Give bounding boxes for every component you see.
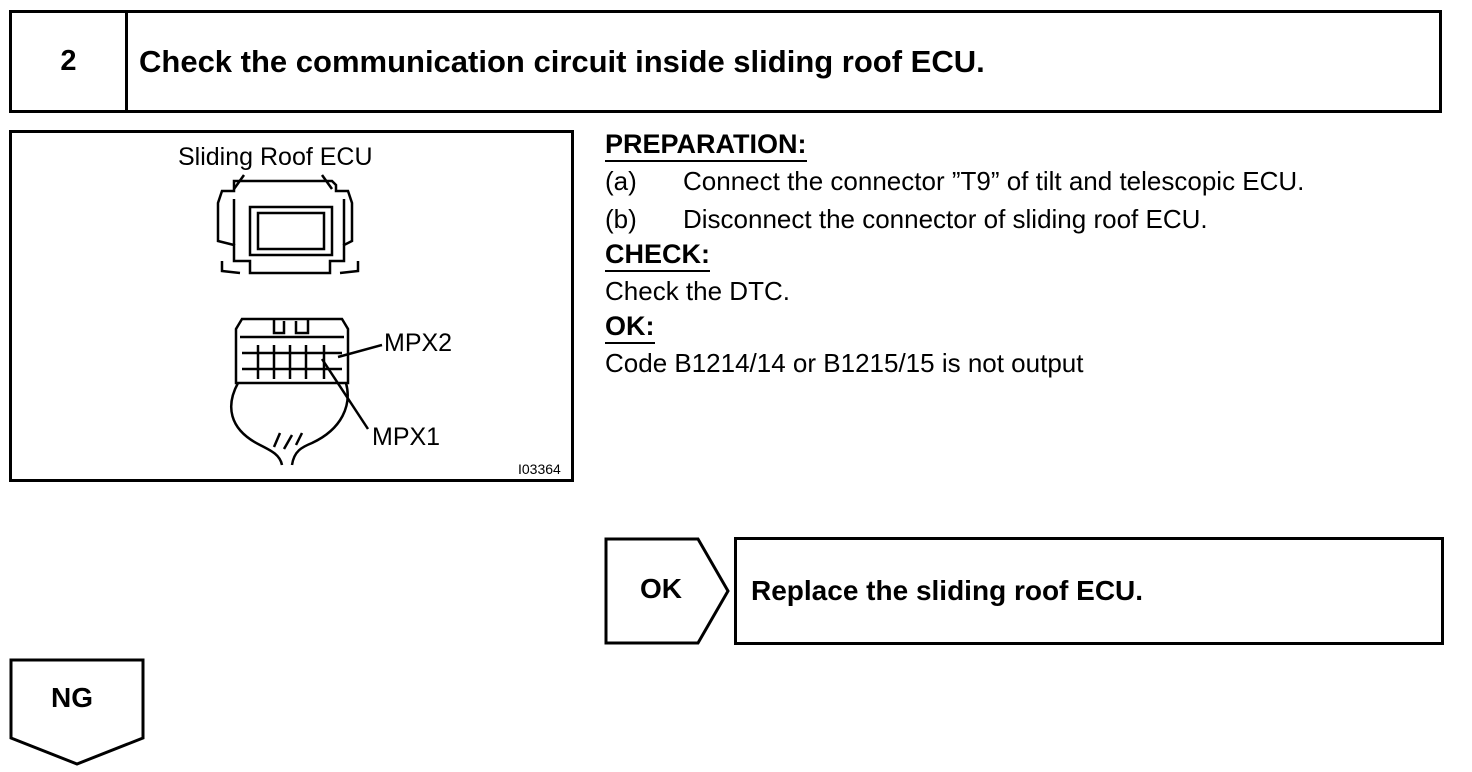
instructions: PREPARATION: (a) Connect the connector ”T… bbox=[605, 128, 1455, 382]
wire-harness bbox=[230, 382, 349, 466]
ecu-foot-right bbox=[339, 261, 360, 275]
ecu-connector-illustration bbox=[216, 174, 383, 466]
mpx1-leader bbox=[320, 358, 370, 430]
ecu-display-outer bbox=[248, 205, 334, 257]
prep-step-b: (b) Disconnect the connector of sliding r… bbox=[605, 200, 1455, 238]
ecu-leader-right bbox=[320, 174, 334, 190]
prep-step-b-marker: (b) bbox=[605, 204, 637, 234]
prep-step-a-marker: (a) bbox=[605, 166, 637, 196]
connector-latch bbox=[272, 319, 310, 335]
figure-box: Sliding Roof ECU MPX2 MPX1 I03364 bbox=[9, 130, 574, 482]
mpx2-label: MPX2 bbox=[384, 329, 453, 357]
ok-label: OK bbox=[640, 573, 682, 604]
ecu-body bbox=[216, 179, 354, 275]
ecu-leader-left bbox=[232, 174, 246, 190]
connector-body bbox=[234, 317, 350, 385]
ok-action-box: Replace the sliding roof ECU. bbox=[734, 537, 1444, 645]
figure-code: I03364 bbox=[518, 461, 561, 477]
check-heading: CHECK: bbox=[605, 238, 710, 272]
preparation-heading: PREPARATION: bbox=[605, 128, 807, 162]
prep-step-a-text: Connect the connector ”T9” of tilt and t… bbox=[683, 166, 1305, 196]
ecu-display-inner bbox=[256, 211, 326, 251]
mpx2-leader bbox=[337, 343, 383, 359]
ng-arrow-shape bbox=[9, 658, 145, 766]
ng-label: NG bbox=[51, 682, 93, 713]
prep-step-a: (a) Connect the connector ”T9” of tilt an… bbox=[605, 162, 1455, 200]
ecu-label: Sliding Roof ECU bbox=[178, 143, 373, 171]
ng-branch-tag: NG bbox=[9, 658, 147, 768]
prep-step-b-text: Disconnect the connector of sliding roof… bbox=[683, 204, 1208, 234]
ok-criteria-text: Code B1214/14 or B1215/15 is not output bbox=[605, 348, 1084, 378]
step-number: 2 bbox=[12, 13, 128, 110]
ok-criteria-heading: OK: bbox=[605, 310, 655, 344]
ok-arrow-shape bbox=[604, 537, 730, 645]
mpx1-label: MPX1 bbox=[372, 423, 441, 451]
ecu-foot-left bbox=[220, 261, 241, 275]
step-title: Check the communication circuit inside s… bbox=[139, 43, 985, 79]
step-header: 2 Check the communication circuit inside… bbox=[9, 10, 1442, 113]
check-text: Check the DTC. bbox=[605, 276, 790, 306]
ok-branch-tag: OK bbox=[604, 537, 732, 645]
